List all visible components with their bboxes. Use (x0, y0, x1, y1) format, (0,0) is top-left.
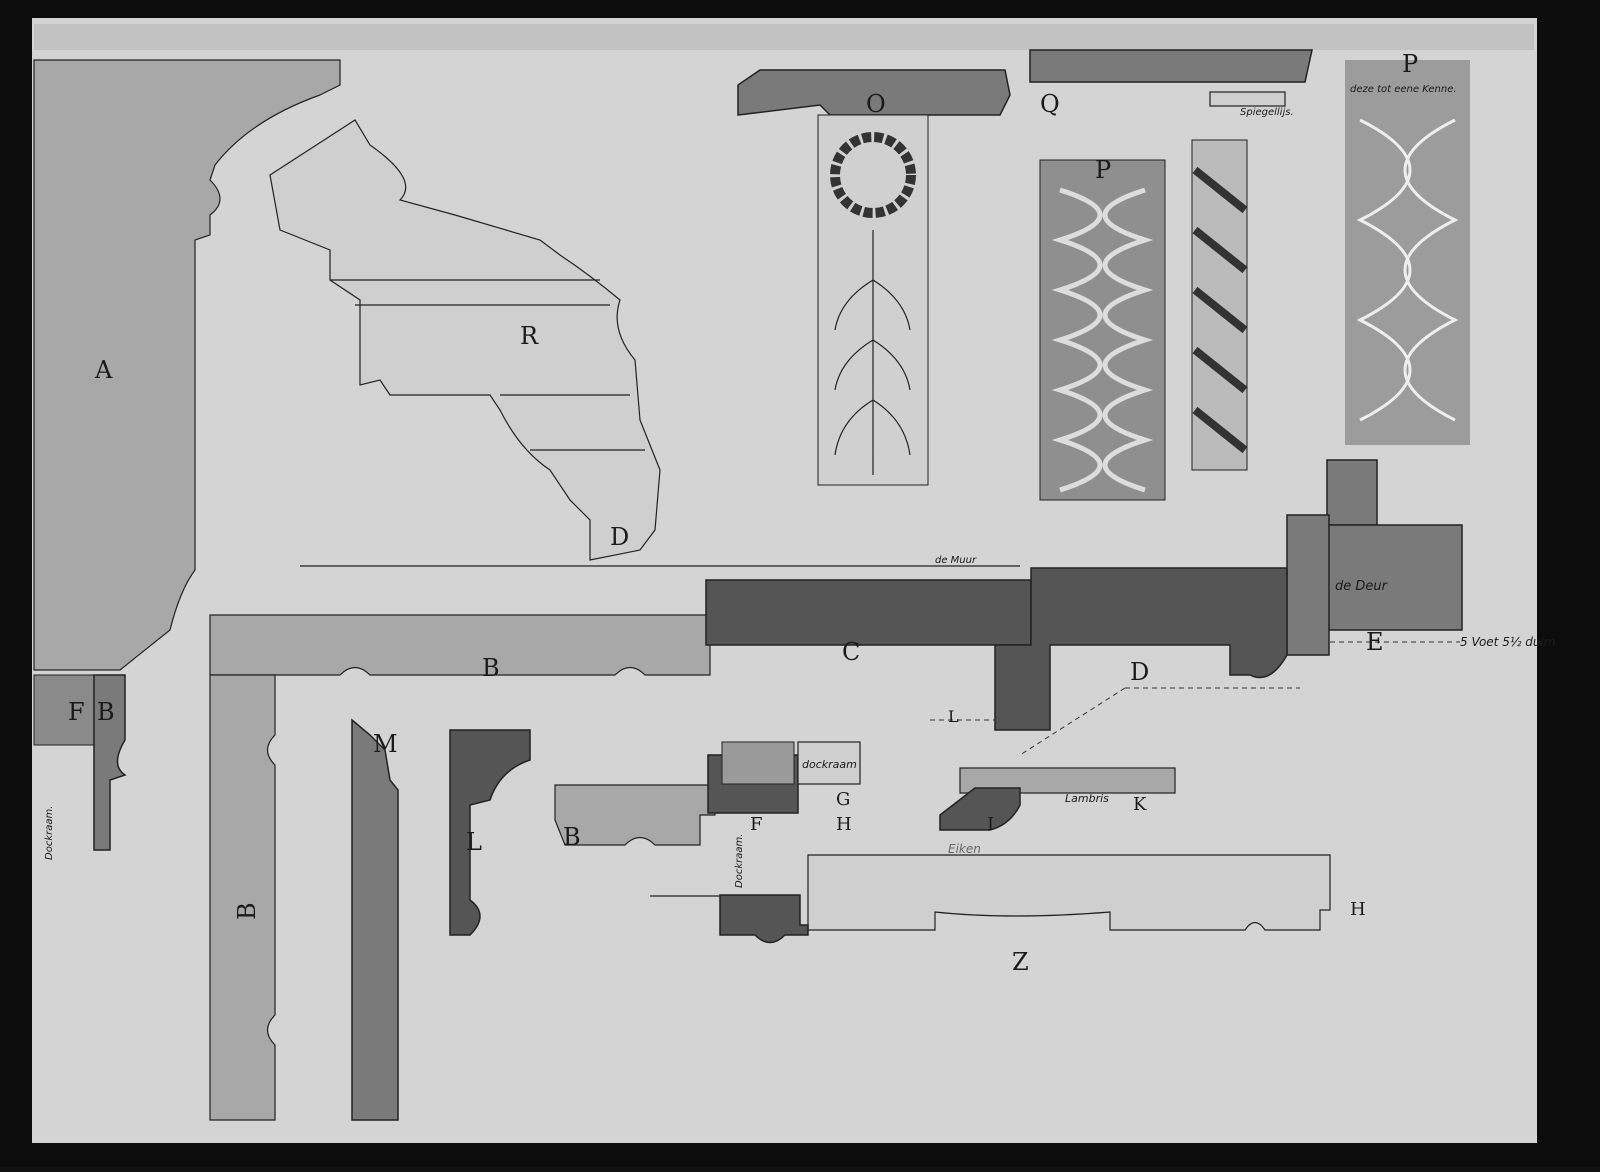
label-P-right: P (1402, 50, 1418, 78)
label-B-left: B (97, 698, 115, 726)
profile-L (449, 729, 531, 936)
label-D-main: D (1130, 658, 1149, 686)
annotation-measurement: 5 Voet 5½ duim (1460, 635, 1556, 649)
profile-Z-corner (719, 894, 809, 944)
label-C: C (842, 638, 860, 666)
annotation-eiken: Eiken (948, 842, 981, 856)
label-P-center: P (1095, 156, 1111, 184)
annotation-de-deur: de Deur (1335, 579, 1389, 594)
label-B-vertical: B (233, 902, 261, 920)
profile-A (33, 59, 341, 671)
label-B-lower: B (563, 823, 581, 851)
profile-Z (807, 854, 1331, 931)
label-F-lower: F (750, 814, 763, 835)
panel-P-braid (1039, 159, 1166, 501)
panel-P-wave (1345, 60, 1470, 445)
annotation-dockraam-lower: Dockraam. (734, 834, 745, 888)
annotation-spiegellijs: Spiegellijs. (1240, 107, 1294, 118)
label-Z: Z (1012, 948, 1029, 976)
profile-C (705, 579, 1032, 646)
door (1326, 524, 1463, 631)
annotation-dockraam-center: dockraam (802, 758, 857, 771)
label-G: G (836, 789, 850, 810)
profile-B-lower (554, 784, 716, 846)
annotation-dockraam-left: Dockraam. (44, 806, 55, 860)
label-Q: Q (1040, 90, 1060, 118)
door-frame-upper (1326, 459, 1378, 526)
label-M: M (373, 730, 398, 758)
label-K: K (1133, 794, 1147, 815)
label-E: E (1366, 628, 1384, 656)
label-F-left: F (68, 698, 85, 726)
label-R: R (520, 322, 539, 350)
annotation-de-muur: de Muur (935, 555, 977, 566)
annotation-deze-tot-eene-kenne: deze tot eene Kenne. (1350, 84, 1457, 95)
label-O: O (866, 90, 886, 118)
profile-B (209, 614, 711, 676)
profile-M (351, 718, 399, 1121)
label-D-top: D (610, 523, 629, 551)
profile-I (939, 787, 1021, 831)
profile-D (994, 567, 1288, 731)
label-H-right: H (1350, 899, 1366, 920)
label-L-profile: L (466, 828, 482, 856)
label-B-main: B (482, 654, 500, 682)
label-H-lower: H (836, 814, 852, 835)
label-A: A (94, 356, 113, 384)
profile-O-top (737, 69, 1011, 116)
label-L-upper: L (948, 707, 959, 726)
profile-B-vertical (209, 674, 276, 1121)
label-I: I (987, 814, 994, 835)
annotation-lambris: Lambris (1065, 792, 1109, 805)
profile-Q-mirror-moulding (1029, 49, 1313, 83)
